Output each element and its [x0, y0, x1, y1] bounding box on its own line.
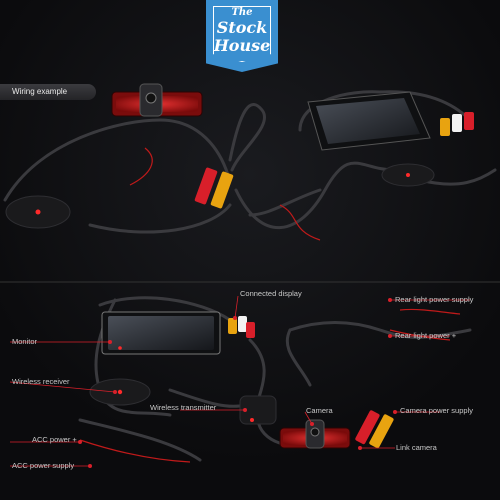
brand-line-3: House	[213, 36, 271, 55]
bottom-wireless-receiver	[89, 378, 151, 406]
callout-markers	[78, 298, 397, 468]
bottom-camera-brakelight	[279, 419, 351, 449]
label-wireless-receiver: Wireless receiver	[12, 377, 70, 386]
label-link-camera: Link camera	[396, 443, 437, 452]
label-camera-power-supply: Camera power supply	[400, 406, 473, 415]
label-camera: Camera	[306, 406, 333, 415]
brand-logo-border	[213, 6, 271, 62]
wiring-example-title: Wiring example	[0, 84, 96, 100]
label-acc-power-plus: ACC power +	[32, 435, 77, 444]
brand-line-2: Stock	[216, 18, 268, 37]
top-wireless-receiver	[5, 195, 71, 229]
brand-logo-bg	[206, 0, 278, 72]
bottom-monitor	[101, 311, 255, 355]
brand-logo: The Stock House	[206, 0, 278, 72]
top-cables	[3, 90, 497, 234]
bottom-connectors	[355, 410, 394, 449]
label-rear-light-power-supply: Rear light power supply	[395, 295, 474, 304]
top-camera-brakelight	[111, 83, 203, 117]
label-acc-power-supply: ACC power supply	[12, 461, 75, 470]
top-wireless-transmitter	[381, 163, 435, 187]
label-rear-light-power-plus: Rear light power +	[395, 331, 457, 340]
callout-lines	[9, 295, 470, 467]
top-red-leads	[129, 147, 321, 241]
top-monitor	[307, 91, 474, 151]
brand-line-1: The	[231, 7, 253, 18]
label-monitor: Monitor	[12, 337, 38, 346]
top-connectors	[194, 167, 234, 209]
label-wireless-transmitter: Wireless transmitter	[150, 403, 217, 412]
label-connected-display: Connected display	[240, 289, 302, 298]
